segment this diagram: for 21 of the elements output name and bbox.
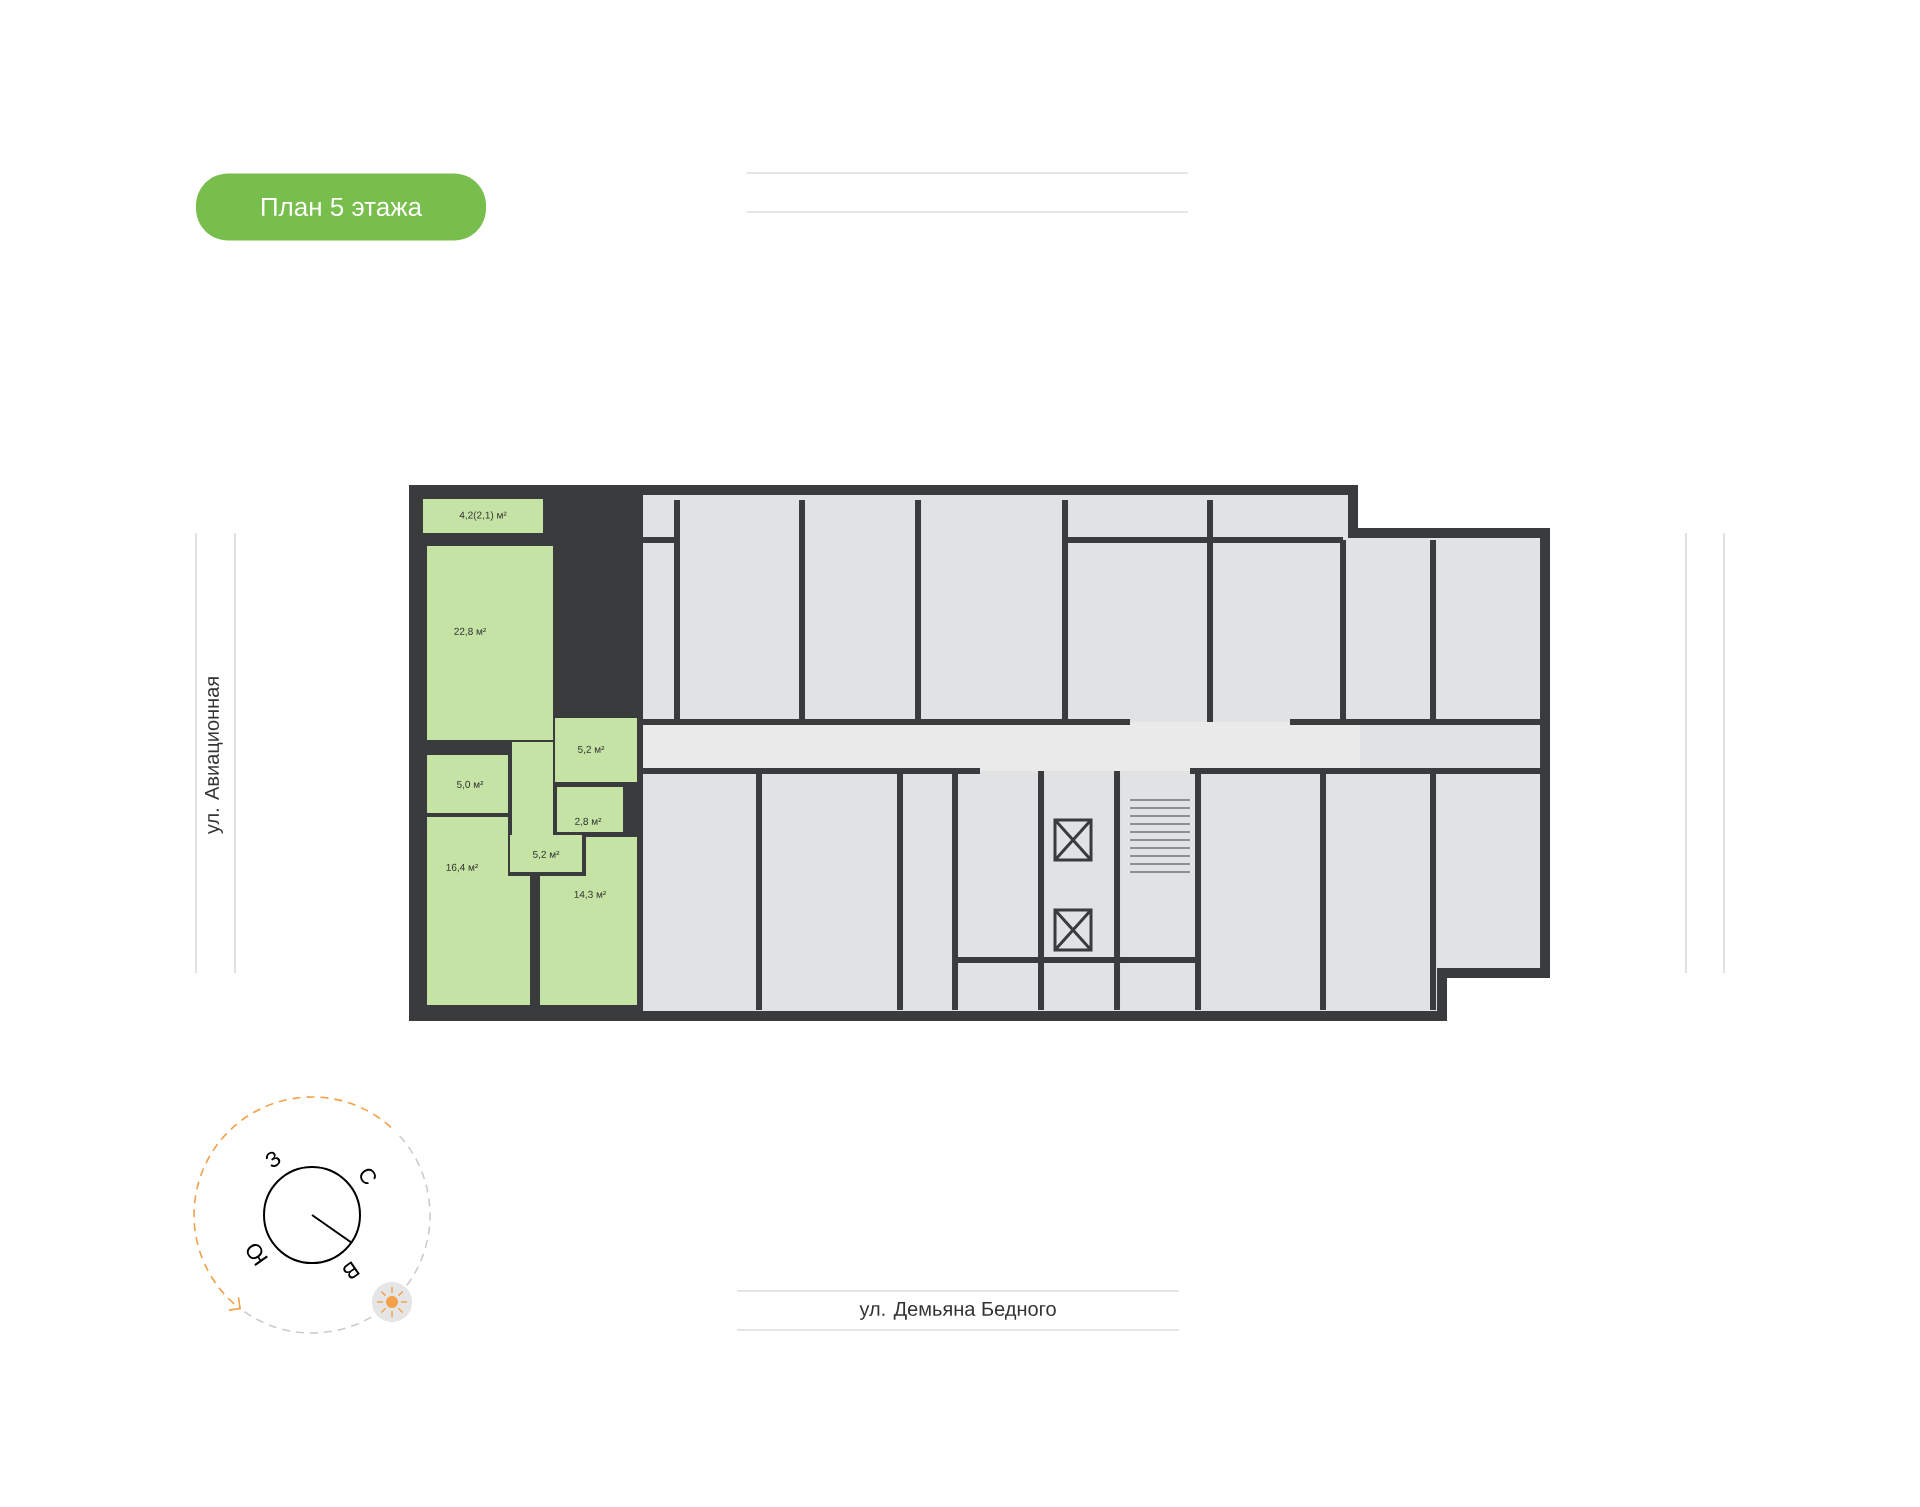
area-label: 22,8 м² <box>454 627 487 637</box>
room <box>557 787 623 832</box>
compass-letter: Ю <box>246 1244 268 1266</box>
area-label: 4,2(2,1) м² <box>459 511 507 521</box>
title-pill: План 5 этажа <box>196 173 486 241</box>
compass-letter: С <box>360 1168 376 1185</box>
street-name: ул. Демьяна Бедного <box>859 1302 1056 1320</box>
area-label: 5,0 м² <box>457 780 484 790</box>
area-label: 5,2 м² <box>533 850 560 860</box>
compass-letter: В <box>343 1261 360 1279</box>
room <box>555 718 637 782</box>
area-label: 2,8 м² <box>575 817 602 827</box>
room <box>427 755 508 813</box>
area-label: 5,2 м² <box>578 745 605 755</box>
room <box>427 546 553 740</box>
room <box>427 817 530 1005</box>
area-label: 16,4 м² <box>446 863 479 873</box>
room <box>423 499 543 533</box>
street-name: ул. Авиационная <box>205 677 223 835</box>
compass-letter: З <box>265 1151 281 1168</box>
area-label: 14,3 м² <box>574 890 607 900</box>
